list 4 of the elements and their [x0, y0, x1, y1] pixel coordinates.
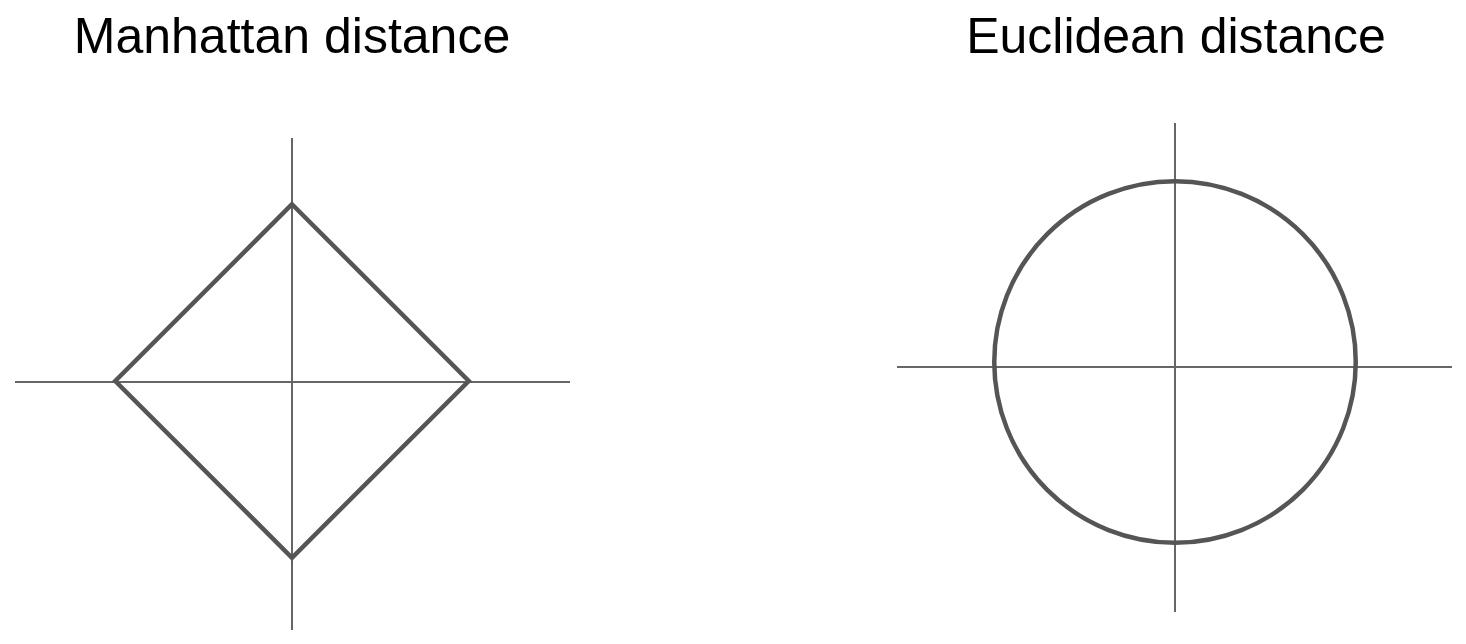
circle-outline [991, 178, 1359, 546]
panel-heading: Manhattan distance [73, 8, 511, 64]
panel-heading: Euclidean distance [966, 8, 1386, 64]
diamond-outline [110, 199, 474, 563]
